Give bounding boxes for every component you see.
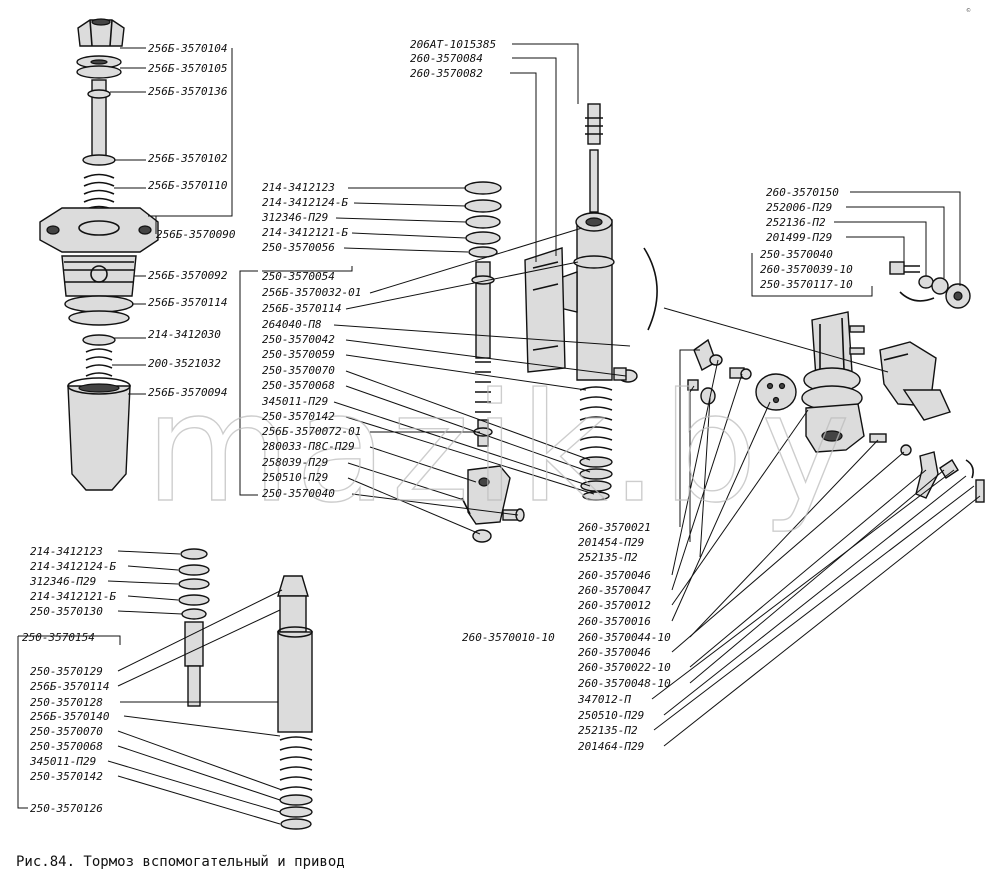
part-number-label: 200-3521032 [148, 357, 221, 370]
part-number-label: 280033-П8С-П29 [262, 440, 355, 453]
upper-left-valve-assembly [39, 18, 159, 491]
part-number-label: 250-3570040 [760, 248, 833, 261]
watermark-text: mazik.by [145, 362, 854, 536]
part-number-label: 250-3570054 [262, 270, 335, 283]
part-number-label: 260-3570016 [578, 615, 651, 628]
part-number-label: 260-3570046 [578, 569, 651, 582]
part-number-label: 250510-П29 [578, 709, 644, 722]
part-number-label: 252006-П29 [766, 201, 832, 214]
part-number-label: 250-3570142 [262, 410, 335, 423]
part-number-label: 256Б-3570140 [30, 710, 110, 723]
part-number-label: 256Б-3570092 [148, 269, 228, 282]
part-number-label: 214-3412123 [262, 181, 335, 194]
part-number-label: 260-3570150 [766, 186, 839, 199]
part-number-label: 260-3570012 [578, 599, 651, 612]
part-number-label: 250-3570068 [262, 379, 335, 392]
part-number-label: 214-3412123 [30, 545, 103, 558]
part-number-label: 252135-П2 [578, 551, 638, 564]
part-number-label: 256Б-3570072-01 [262, 425, 361, 438]
part-number-label: 252136-П2 [766, 216, 826, 229]
part-number-label: 256Б-3570090 [156, 228, 236, 241]
part-number-label: 347012-П [577, 693, 631, 706]
part-number-label: 260-3570010-10 [462, 631, 555, 644]
part-number-label: 206АТ-1015385 [410, 38, 496, 51]
part-number-label: 214-3412121-Б [262, 226, 348, 239]
part-number-label: 214-3412124-Б [262, 196, 348, 209]
part-number-label: 260-3570082 [410, 67, 483, 80]
part-number-label: 264040-П8 [262, 318, 322, 331]
part-number-label: 312346-П29 [29, 575, 96, 588]
part-number-label: 250-3570056 [262, 241, 335, 254]
part-number-label: 250-3570059 [262, 348, 335, 361]
part-number-label: 256Б-3570105 [148, 62, 227, 75]
part-number-labels: 256Б-3570104 256Б-3570105 256Б-3570136 256Б… [22, 38, 853, 815]
part-number-label: 250-3570142 [30, 770, 103, 783]
part-number-label: 260-3570022-10 [578, 661, 671, 674]
part-number-label: 252135-П2 [578, 724, 638, 737]
part-number-label: 260-3570084 [410, 52, 483, 65]
corner-mark: © [966, 7, 971, 14]
part-number-label: 260-3570048-10 [578, 677, 671, 690]
part-number-label: 312346-П29 [261, 211, 328, 224]
part-number-label: 214-3412030 [148, 328, 221, 341]
part-number-label: 260-3570046 [578, 646, 651, 659]
part-number-label: 256Б-3570114 [148, 296, 227, 309]
part-number-label: 250-3570128 [30, 696, 103, 709]
part-number-label: 256Б-3570104 [148, 42, 227, 55]
part-number-label: 201499-П29 [766, 231, 832, 244]
part-number-label: 250-3570040 [262, 487, 335, 500]
part-number-label: 258039-П29 [262, 456, 328, 469]
part-number-label: 250-3570068 [30, 740, 103, 753]
leader-lines [107, 43, 981, 825]
part-number-label: 250-3570154 [22, 631, 95, 644]
part-number-label: 260-3570047 [578, 584, 651, 597]
part-number-label: 250-3570130 [30, 605, 103, 618]
part-number-label: 256Б-3570110 [148, 179, 228, 192]
part-number-label: 260-3570021 [578, 521, 651, 534]
part-number-label: 250510-П29 [262, 471, 328, 484]
part-number-label: 250-3570129 [30, 665, 103, 678]
part-number-label: 250-3570117-10 [760, 278, 853, 291]
part-number-label: 250-3570070 [262, 364, 335, 377]
part-number-label: 201464-П29 [578, 740, 644, 753]
part-number-label: 256Б-3570136 [148, 85, 228, 98]
lower-left-spring-assembly [178, 548, 313, 830]
part-number-label: 256Б-3570032-01 [262, 286, 361, 299]
part-number-label: 260-3570044-10 [578, 631, 671, 644]
part-number-label: 256Б-3570114 [30, 680, 109, 693]
part-number-label: 345011-П29 [261, 395, 328, 408]
part-number-label: 250-3570126 [30, 802, 103, 815]
part-number-label: 256Б-3570094 [148, 386, 227, 399]
part-number-label: 201454-П29 [578, 536, 644, 549]
part-number-label: 250-3570070 [30, 725, 103, 738]
part-number-label: 256Б-3570102 [148, 152, 228, 165]
grouping-brackets [17, 48, 873, 809]
part-number-label: 214-3412121-Б [30, 590, 116, 603]
part-number-label: 260-3570039-10 [760, 263, 853, 276]
control-valve-group [643, 247, 985, 503]
part-number-label: 250-3570042 [262, 333, 335, 346]
figure-caption: Рис.84. Тормоз вспомогательный и привод [16, 854, 345, 870]
part-number-label: 256Б-3570114 [262, 302, 341, 315]
part-number-label: 214-3412124-Б [30, 560, 116, 573]
part-number-label: 345011-П29 [29, 755, 96, 768]
